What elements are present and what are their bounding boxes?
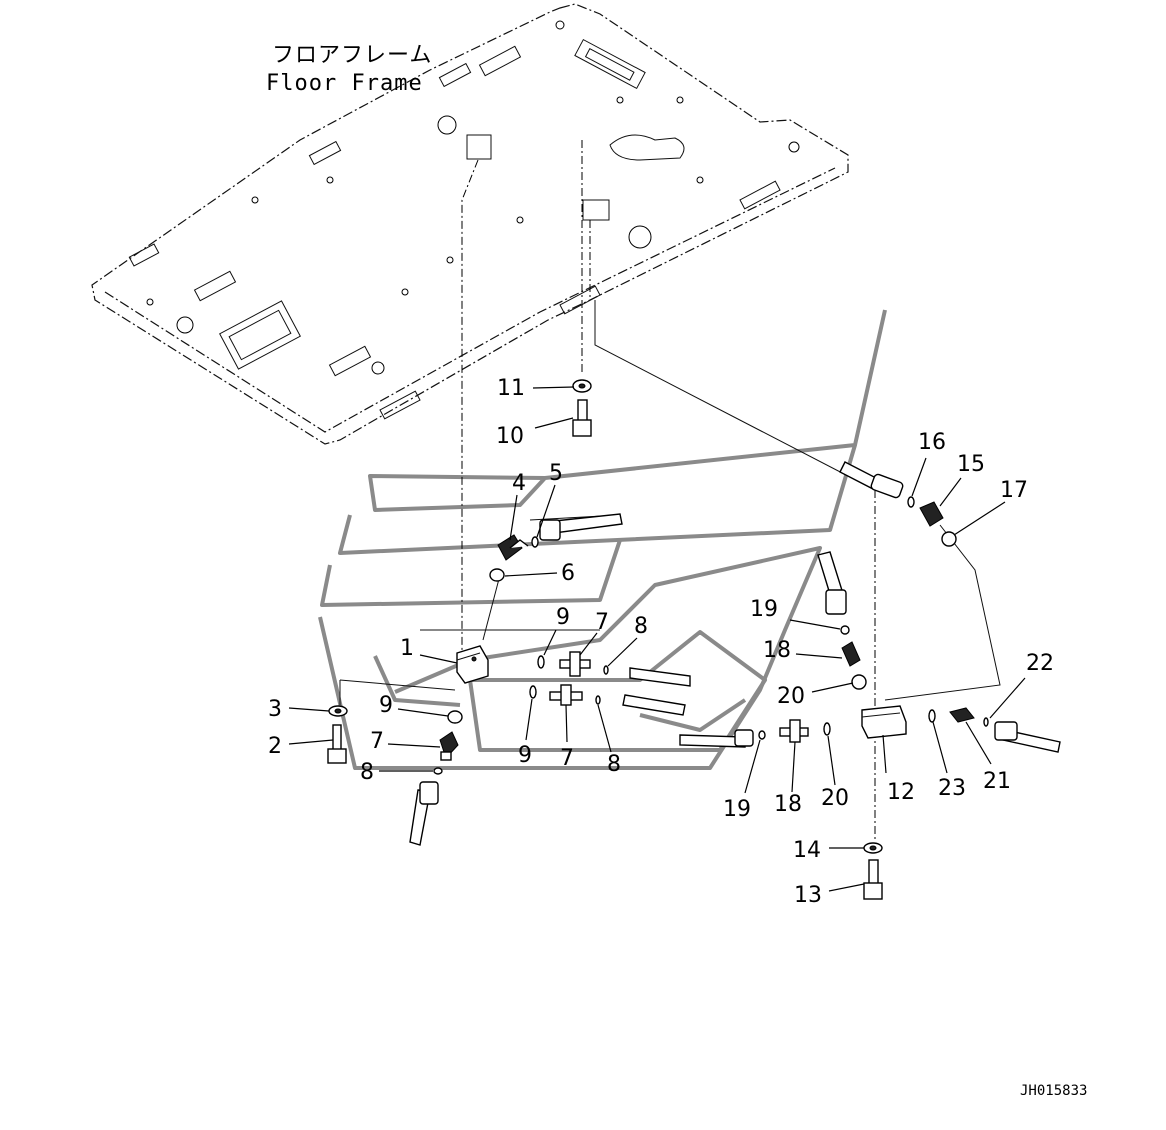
callout-21: 21 — [983, 769, 1011, 794]
part-washer-14 — [863, 842, 883, 854]
leader-lines — [288, 386, 1026, 892]
hose-ends — [409, 461, 1061, 846]
callout-8c: 8 — [360, 760, 374, 785]
callout-17: 17 — [1000, 478, 1028, 503]
drawing-code: JH015833 — [1020, 1083, 1087, 1099]
callout-7a: 7 — [595, 610, 609, 635]
callout-11: 11 — [497, 376, 525, 401]
part-oring-16 — [907, 496, 915, 508]
part-fittings-18 — [779, 641, 861, 743]
callout-16: 16 — [918, 430, 946, 455]
part-orings-9 — [447, 655, 545, 724]
callout-8a: 8 — [634, 614, 648, 639]
part-block-12 — [861, 705, 907, 739]
callout-22: 22 — [1026, 651, 1054, 676]
callout-4: 4 — [512, 471, 526, 496]
callout-13: 13 — [794, 883, 822, 908]
callout-2: 2 — [268, 734, 282, 759]
center-lines — [339, 140, 1001, 840]
callout-8b: 8 — [607, 752, 621, 777]
callout-18b: 18 — [774, 792, 802, 817]
callout-23: 23 — [938, 776, 966, 801]
part-bolt-2 — [327, 724, 347, 764]
part-cap-6 — [489, 568, 505, 582]
part-bolt-13 — [863, 859, 883, 900]
part-fitting-21 — [949, 707, 975, 723]
callout-15: 15 — [957, 452, 985, 477]
part-oring-23 — [928, 709, 936, 723]
callout-6: 6 — [561, 561, 575, 586]
part-washer-3 — [328, 705, 348, 717]
part-oring-5 — [531, 536, 539, 548]
callout-14: 14 — [793, 838, 821, 863]
frame-label-english: Floor Frame — [266, 71, 423, 96]
callout-12: 12 — [887, 780, 915, 805]
callout-3: 3 — [268, 697, 282, 722]
part-orings-8 — [433, 665, 609, 775]
part-fitting-15 — [919, 501, 944, 527]
callout-1: 1 — [400, 636, 414, 661]
part-tee-7b — [549, 684, 583, 706]
part-fitting-7c — [439, 731, 459, 761]
frame-label-japanese: フロアフレーム — [272, 43, 432, 68]
callout-18a: 18 — [763, 638, 791, 663]
part-fitting-4 — [497, 534, 529, 561]
callout-19a: 19 — [750, 597, 778, 622]
callout-20a: 20 — [777, 684, 805, 709]
part-cap-17 — [941, 531, 957, 547]
part-orings-19 — [758, 625, 850, 740]
callout-19b: 19 — [723, 797, 751, 822]
callout-9a: 9 — [556, 605, 570, 630]
callout-5: 5 — [549, 461, 563, 486]
callout-7c: 7 — [370, 729, 384, 754]
part-washer-11 — [572, 379, 592, 393]
part-bolt-10 — [572, 399, 592, 437]
callout-9c: 9 — [379, 693, 393, 718]
floor-frame — [91, 3, 849, 445]
callout-10: 10 — [496, 424, 524, 449]
callout-7b: 7 — [560, 746, 574, 771]
part-tee-7a — [559, 651, 591, 677]
part-oring-22 — [983, 717, 989, 727]
callout-labels: 1 2 3 4 5 6 7 7 7 8 8 8 8 9 9 9 10 11 12… — [268, 376, 1054, 908]
part-block-1 — [456, 645, 489, 684]
callout-9b: 9 — [518, 743, 532, 768]
callout-20b: 20 — [821, 786, 849, 811]
part-caps-20 — [823, 674, 867, 736]
